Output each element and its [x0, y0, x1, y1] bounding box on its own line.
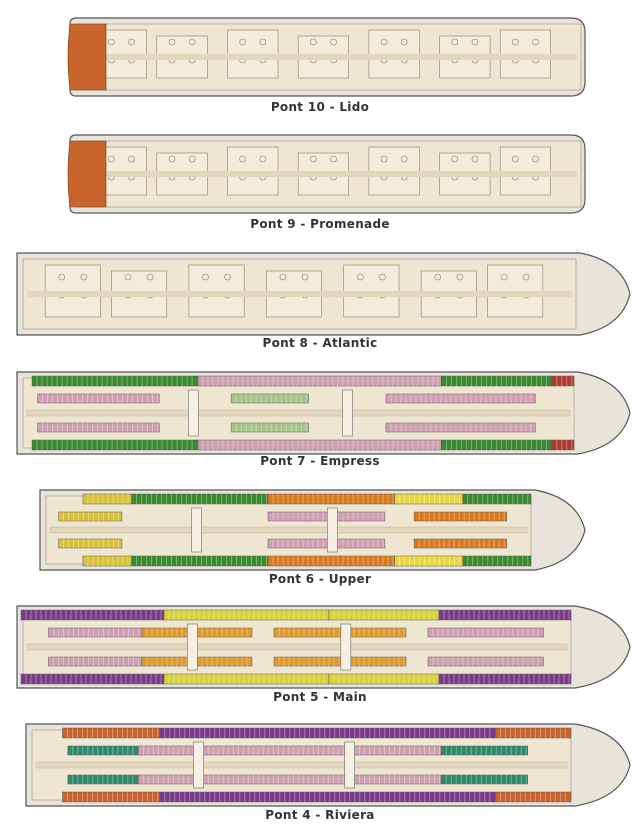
cabin-row-inner	[267, 538, 386, 549]
cabin-row-inner	[354, 774, 442, 785]
cabin-row-inner	[137, 745, 355, 756]
cabin-row-inner	[267, 511, 386, 522]
deck-caption: Pont 9 - Promenade	[250, 217, 390, 231]
cabin-row-inner	[48, 627, 143, 638]
deck-promenade: Pont 9 - Promenade	[67, 134, 586, 231]
cabin-row-outer-top	[441, 375, 553, 387]
deck-atlantic: Pont 8 - Atlantic	[16, 252, 631, 350]
deck-caption: Pont 7 - Empress	[260, 454, 380, 468]
deck-upper: Pont 6 - Upper	[39, 489, 586, 586]
cabin-row-inner	[385, 393, 536, 404]
cabin-row-outer-top	[551, 375, 575, 387]
deck-caption: Pont 5 - Main	[273, 690, 367, 704]
stairwell	[340, 623, 352, 671]
cabin-row-inner	[58, 538, 123, 549]
cabin-row-outer-top	[82, 493, 132, 505]
cabin-row-outer-top	[328, 609, 440, 621]
cabin-row-inner	[413, 511, 507, 522]
cabin-row-inner	[37, 393, 160, 404]
cabin-row-inner	[58, 511, 123, 522]
cabin-row-outer-top	[267, 493, 395, 505]
deck-empress: Pont 7 - Empress	[16, 371, 631, 468]
cabin-row-outer-top	[394, 493, 464, 505]
deck-riviera: Pont 4 - Riviera	[25, 723, 631, 822]
cabin-row-outer-bottom	[438, 673, 572, 685]
cabin-row-outer-bottom	[159, 791, 496, 803]
cabin-row-inner	[385, 422, 536, 433]
cabin-row-outer-top	[438, 609, 572, 621]
cabin-row-inner	[37, 422, 160, 433]
cabin-row-outer-bottom	[495, 791, 572, 803]
cabin-row-inner	[440, 745, 528, 756]
cabin-row-outer-bottom	[62, 791, 161, 803]
cabin-row-outer-top	[495, 727, 572, 739]
stairwell	[344, 741, 355, 789]
deck-lido: Pont 10 - Lido	[67, 17, 586, 114]
cabin-row-outer-bottom	[20, 673, 165, 685]
cabin-row-outer-bottom	[267, 555, 395, 567]
stairwell	[342, 389, 353, 437]
cabin-row-outer-bottom	[394, 555, 464, 567]
cabin-row-outer-bottom	[163, 673, 330, 685]
deck-main: Pont 5 - Main	[16, 605, 631, 704]
stairwell	[326, 507, 338, 553]
cabin-row-outer-bottom	[82, 555, 132, 567]
cabin-row-inner	[67, 745, 139, 756]
cabin-row-inner	[273, 627, 407, 638]
cabin-row-inner	[230, 393, 309, 404]
cabin-row-outer-top	[62, 727, 161, 739]
deck-caption: Pont 8 - Atlantic	[262, 336, 377, 350]
stairwell	[193, 741, 204, 789]
stairwell	[187, 623, 198, 671]
cabin-row-outer-bottom	[551, 439, 575, 451]
cabin-row-inner	[48, 656, 143, 667]
cabin-row-inner	[354, 745, 442, 756]
aft-pool-area	[67, 23, 107, 91]
cabin-row-outer-top	[197, 375, 442, 387]
aft-pool-area	[67, 140, 107, 208]
stairwell	[188, 389, 199, 437]
cabin-row-outer-top	[131, 493, 269, 505]
cabin-row-inner	[273, 656, 407, 667]
cabin-row-inner	[413, 538, 507, 549]
cabin-row-outer-top	[20, 609, 165, 621]
cabin-row-outer-top	[462, 493, 532, 505]
cabin-row-outer-bottom	[131, 555, 269, 567]
cabin-row-outer-bottom	[328, 673, 440, 685]
deck-caption: Pont 6 - Upper	[269, 572, 371, 586]
cabin-row-inner	[427, 656, 544, 667]
cabin-row-outer-top	[163, 609, 330, 621]
stairwell	[191, 507, 202, 553]
cabin-row-outer-top	[31, 375, 199, 387]
cabin-row-inner	[440, 774, 528, 785]
cabin-row-outer-bottom	[441, 439, 553, 451]
cabin-row-outer-top	[159, 727, 496, 739]
cabin-row-inner	[67, 774, 139, 785]
deck-caption: Pont 10 - Lido	[271, 100, 369, 114]
cabin-row-inner	[230, 422, 309, 433]
cabin-row-inner	[137, 774, 355, 785]
cabin-row-inner	[427, 627, 544, 638]
deck-caption: Pont 4 - Riviera	[265, 808, 374, 822]
cabin-row-outer-bottom	[31, 439, 199, 451]
cabin-row-outer-bottom	[197, 439, 442, 451]
cabin-row-outer-bottom	[462, 555, 532, 567]
